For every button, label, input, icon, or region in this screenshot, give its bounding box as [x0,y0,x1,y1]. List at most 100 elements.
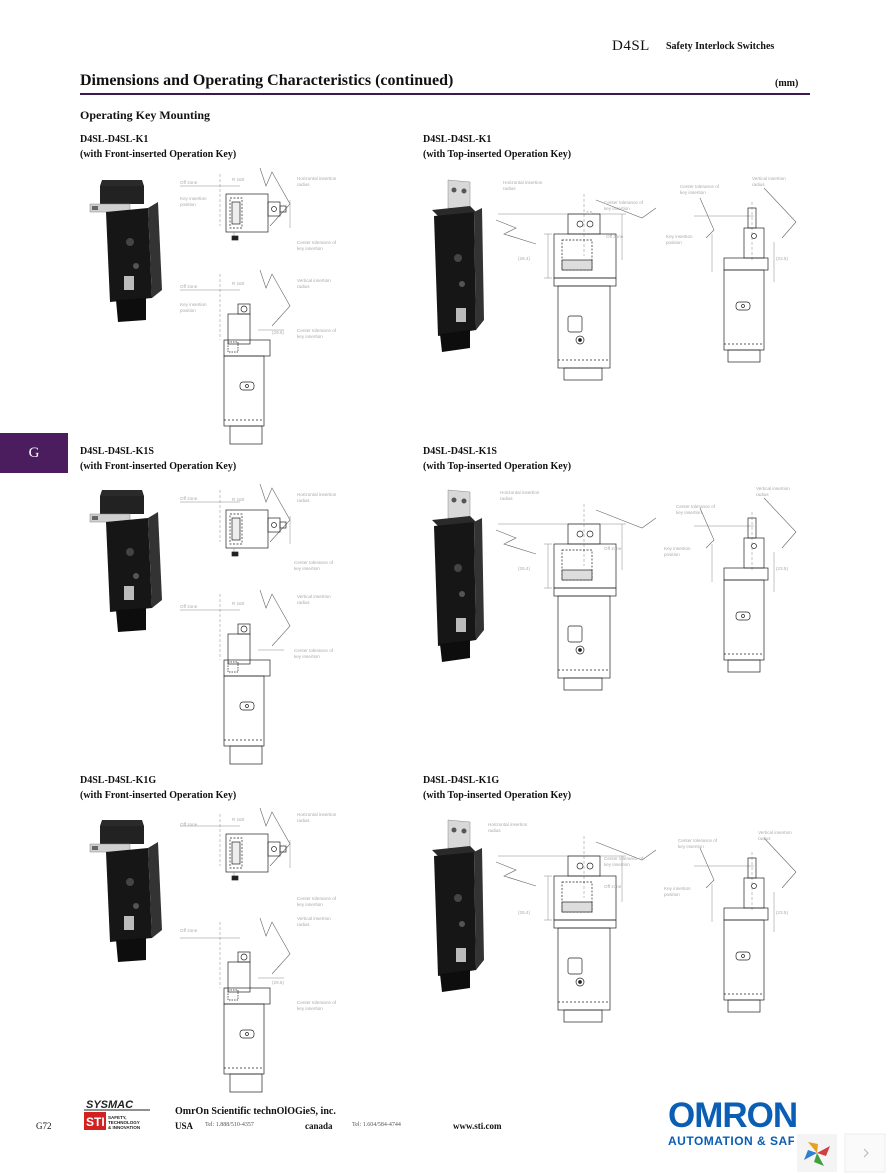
block-model: D4SL-D4SL-K1S [80,446,154,457]
footer-canada-phone: Tel: 1.604/584-4744 [352,1122,401,1128]
dim-label: (23.5) [776,566,789,571]
block-caption-6: D4SL-D4SL-K1G (with Top-inserted Operati… [423,773,571,803]
note-off-zone: Off zone [180,822,198,827]
note-vertical: Vertical insertion radius [297,916,331,927]
drawing-k1s-top-front [495,503,657,691]
next-page-button[interactable] [844,1133,886,1173]
subheading: Operating Key Mounting [80,108,211,122]
dim-label: (29.5) [272,330,285,335]
header-model: D4SL [612,38,650,54]
block-caption-4: D4SL-D4SL-K1S (with Top-inserted Operati… [423,444,571,474]
dim-label: R 160 [232,601,245,606]
note-key-insertion: Key insertion position [664,886,691,897]
block-desc: (with Top-inserted Operation Key) [423,149,572,160]
omron-tagline: AUTOMATION & SAFETY [668,1134,794,1148]
note-center-tolerance: Center tolerance of key insertion [297,328,337,339]
note-center-tolerance: Center tolerance of key insertion [678,838,718,849]
dim-label: R 160 [232,281,245,286]
photo-k1s-front [89,489,163,633]
note-off-zone: Off zone [180,284,198,289]
block-model: D4SL-D4SL-K1 [80,134,149,145]
footer-usa-phone: Tel: 1.888/510-4357 [205,1122,254,1128]
photo-k1g-front [89,819,163,963]
block-model: D4SL-D4SL-K1 [423,134,492,145]
block-desc: (with Front-inserted Operation Key) [80,790,237,801]
note-vertical: Vertical insertion radius [297,278,331,289]
note-off-zone: Off zone [180,180,198,185]
note-horizontal: Horizontal insertion radius [297,176,337,187]
note-off-zone: Off zone [604,546,622,551]
note-center-tolerance: Center tolerance of key insertion [676,504,716,515]
dim-label: (23.5) [776,910,789,915]
sti-logo: STI SAFETY, TECHNOLOGY & INNOVATION [84,1112,140,1130]
note-center-tolerance: Center tolerance of key insertion [297,896,337,907]
note-off-zone: Off zone [604,884,622,889]
dim-label: (28.4) [518,256,531,261]
drawing-k1-front-side [179,269,291,445]
pinwheel-icon[interactable] [797,1134,837,1172]
block-desc: (with Front-inserted Operation Key) [80,461,237,472]
note-center-tolerance: Center tolerance of key insertion [604,856,644,867]
note-horizontal: Horizontal insertion radius [488,822,528,833]
note-key-insertion: Key insertion position [664,546,691,557]
block-desc: (with Top-inserted Operation Key) [423,790,572,801]
note-center-tolerance: Center tolerance of key insertion [297,1000,337,1011]
dim-label: R 160 [232,817,245,822]
note-key-insertion: Key insertion position [666,234,693,245]
section-title: Dimensions and Operating Characteristics… [80,72,454,89]
drawing-k1-top-side [693,187,797,363]
block-model: D4SL-D4SL-K1G [80,775,157,786]
note-key-insertion: Key insertion position [180,302,207,313]
photo-k1-front [89,179,163,323]
omron-logo: OMRON [668,1096,798,1135]
block-model: D4SL-D4SL-K1G [423,775,500,786]
note-off-zone: Off zone [180,604,198,609]
photo-k1-top [431,179,485,353]
svg-text:TECHNOLOGY: TECHNOLOGY [108,1120,140,1125]
dim-label: (28.4) [518,566,531,571]
note-vertical: Vertical insertion radius [756,486,790,497]
dim-label: 3.5 [586,210,593,215]
svg-text:STI: STI [86,1115,105,1129]
note-center-tolerance: Center tolerance of key insertion [297,240,337,251]
dim-label: (28.4) [518,910,531,915]
photo-k1s-top [431,489,485,663]
block-caption-5: D4SL-D4SL-K1G (with Front-inserted Opera… [80,773,236,803]
note-vertical: Vertical insertion radius [752,176,786,187]
block-caption-2: D4SL-D4SL-K1 (with Top-inserted Operatio… [423,132,571,162]
note-off-zone: Off zone [606,234,624,239]
svg-text:& INNOVATION: & INNOVATION [108,1125,140,1130]
note-vertical: Vertical insertion radius [758,830,792,841]
block-desc: (with Front-inserted Operation Key) [80,149,237,160]
page-number: G72 [36,1121,52,1131]
unit-label: (mm) [775,78,799,89]
footer-company: OmrOn Scientific technOlOGieS, inc. [175,1106,336,1117]
drawing-k1s-front-plan [179,483,291,557]
footer-website-link[interactable]: www.sti.com [453,1121,502,1131]
svg-text:SAFETY,: SAFETY, [108,1115,127,1120]
header-category: Safety Interlock Switches [666,41,775,52]
dim-label: R 160 [232,497,245,502]
block-caption-1: D4SL-D4SL-K1 (with Front-inserted Operat… [80,132,236,162]
note-horizontal: Horizontal insertion radius [500,490,540,501]
dim-label: (29.5) [272,980,285,985]
drawing-k1-top-front [495,193,657,381]
footer-usa: USA [175,1121,194,1131]
note-center-tolerance: Center tolerance of key insertion [294,560,334,571]
photo-k1g-top [431,819,485,993]
dim-label: (23.5) [776,256,789,261]
drawing-k1g-front-side [179,917,291,1093]
note-key-insertion: Key insertion position [180,196,207,207]
footer-canada: canada [305,1121,333,1131]
note-horizontal: Horizontal insertion radius [297,492,337,503]
header-rule [80,93,810,95]
block-desc: (with Top-inserted Operation Key) [423,461,572,472]
sysmac-logo: SYSMAC [84,1099,150,1111]
drawing-k1s-top-side [693,497,797,673]
note-center-tolerance: Center tolerance of key insertion [294,648,334,659]
svg-text:SYSMAC: SYSMAC [86,1099,134,1111]
section-tab-letter: G [28,444,40,461]
dim-label: R 160 [232,177,245,182]
block-caption-3: D4SL-D4SL-K1S (with Front-inserted Opera… [80,444,236,474]
